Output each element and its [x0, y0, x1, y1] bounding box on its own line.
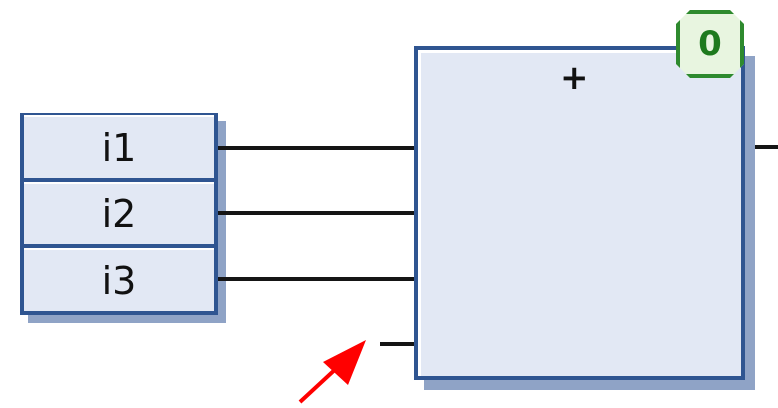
connection-i2	[218, 211, 414, 215]
input-label: i1	[101, 125, 137, 170]
execution-order-badge: 0	[676, 10, 744, 78]
empty-input-pin[interactable]	[380, 342, 414, 346]
output-pin[interactable]	[745, 145, 778, 149]
badge-value: 0	[698, 24, 722, 64]
input-i2[interactable]: i2	[24, 182, 214, 244]
red-arrow-icon	[298, 340, 366, 404]
operator-label: +	[560, 58, 589, 98]
input-label: i3	[101, 258, 137, 303]
input-i3[interactable]: i3	[24, 248, 214, 311]
connection-i1	[218, 146, 414, 150]
connection-i3	[218, 277, 414, 281]
add-function-block[interactable]	[414, 46, 745, 380]
input-i1[interactable]: i1	[24, 115, 214, 178]
input-variables-box: i1 i2 i3	[20, 113, 218, 315]
input-label: i2	[101, 192, 137, 236]
